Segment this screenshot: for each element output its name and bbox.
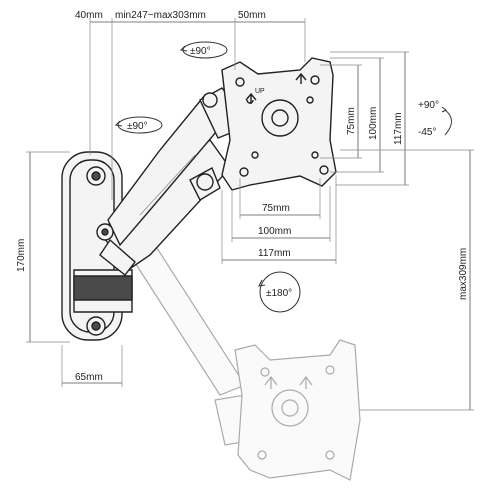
dim-top-left: 40mm: [75, 10, 103, 21]
ghost-hole: [260, 367, 270, 377]
vesa-hole-100: [311, 151, 319, 159]
dim-top-right: 50mm: [238, 10, 266, 21]
tilt-down-label: -45°: [418, 127, 436, 138]
dim-100-v: 100mm: [368, 107, 379, 140]
arm-base-link: [99, 238, 136, 276]
arm-head-pivot: [202, 92, 218, 108]
swivel-top-indicator: ±90°: [179, 41, 228, 59]
ghost-hole: [325, 450, 335, 460]
dim-75-h: 75mm: [262, 203, 290, 214]
tilt-arc-icon: [444, 109, 452, 136]
max-height-dimension: max309mm: [340, 149, 474, 411]
vesa-hole-100: [306, 96, 314, 104]
lowered-position-ghost: [129, 244, 361, 481]
vesa-hole-75-tl: [235, 77, 245, 87]
dim-top-arm-range: min247~max303mm: [115, 10, 206, 21]
wall-clamp-band: [73, 275, 133, 301]
top-dimensions: 40mm min247~max303mm 50mm: [75, 10, 306, 200]
arm-crease: [139, 154, 196, 216]
arm-base-pivot-core: [101, 228, 109, 236]
swivel-arm-indicator: ±90°: [114, 116, 163, 134]
tension-adjuster: [196, 173, 214, 191]
dim-wall-height: 170mm: [16, 239, 27, 272]
wall-screw-top: [91, 171, 101, 181]
ghost-up-arrow-icon: [264, 376, 278, 389]
arrowhead-icon: [258, 279, 266, 287]
rotate-indicator: ±180°: [258, 271, 301, 313]
dim-117-h: 117mm: [258, 248, 291, 259]
dim-117-v: 117mm: [393, 112, 404, 145]
up-arrow-icon: [245, 92, 257, 104]
vesa-hole-75-br: [319, 165, 329, 175]
vesa-vertical-dimensions: 75mm 100mm 117mm: [320, 51, 409, 186]
vesa-horizontal-dimensions: 75mm 100mm 117mm: [221, 175, 337, 264]
vesa-hole-75-tr: [310, 75, 320, 85]
wall-plate: [61, 151, 133, 341]
arrowhead-icon: [441, 106, 447, 113]
vesa-plate: UP: [221, 57, 337, 191]
ghost-up-arrow-icon: [299, 376, 313, 389]
tilt-up-label: +90°: [418, 100, 439, 111]
ghost-hole: [257, 450, 267, 460]
ghost-hole: [325, 365, 335, 375]
dim-100-h: 100mm: [258, 226, 291, 237]
swivel-arm-label: ±90°: [127, 121, 148, 132]
ghost-hub-inner: [281, 399, 299, 417]
arrowhead-icon: [179, 45, 188, 52]
rotate-label: ±180°: [266, 288, 292, 299]
up-arrow-icon: [295, 72, 307, 84]
vesa-hub-inner: [271, 109, 289, 127]
dim-wall-width: 65mm: [75, 372, 103, 383]
vesa-hole-100: [251, 151, 259, 159]
up-label: UP: [255, 88, 265, 95]
rotate-circle-icon: [259, 271, 301, 313]
vesa-hole-75-bl: [239, 167, 249, 177]
ghost-arm: [129, 244, 246, 396]
wall-screw-bottom: [91, 321, 101, 331]
swivel-top-label: ±90°: [190, 46, 211, 57]
wall-plate-dimensions: 170mm 65mm: [16, 151, 123, 387]
dim-max-height: max309mm: [458, 248, 469, 300]
arrowhead-icon: [114, 120, 123, 127]
tilt-indicator: +90° -45°: [418, 100, 452, 138]
dim-75-v: 75mm: [346, 107, 357, 135]
